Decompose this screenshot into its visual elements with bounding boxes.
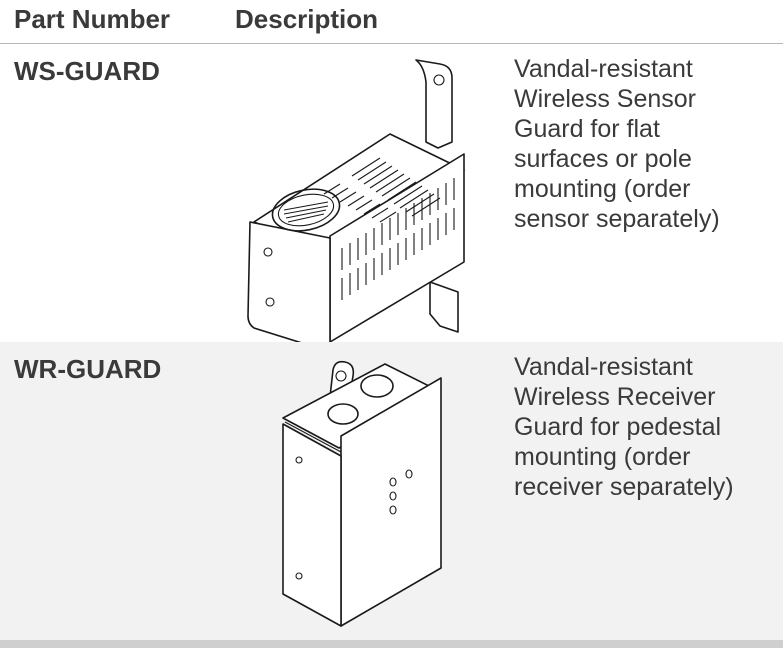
description-line: Vandal-resistant (514, 353, 693, 381)
table-header: Part Number Description (0, 0, 783, 44)
description-line: mounting (order (514, 443, 691, 471)
part-number: WR-GUARD (14, 354, 162, 384)
description-line: Wireless Sensor (514, 85, 696, 113)
receiver-guard-drawing (282, 360, 442, 627)
part-number: WS-GUARD (14, 56, 160, 86)
description-line: Guard for flat (514, 115, 660, 143)
part-description: Vandal-resistant Wireless Sensor Guard f… (514, 54, 776, 234)
description-line: receiver separately) (514, 473, 734, 501)
table-bottom-rule (0, 640, 783, 648)
description-line: Guard for pedestal (514, 413, 722, 441)
description-line: Wireless Receiver (514, 383, 716, 411)
table-row: WR-GUARD Vandal-resista (0, 342, 783, 640)
table-row: WS-GUARD (0, 44, 783, 342)
description-line: surfaces or pole (514, 145, 692, 173)
part-description: Vandal-resistant Wireless Receiver Guard… (514, 352, 776, 502)
column-header-part-number: Part Number (14, 4, 171, 34)
sensor-guard-drawing (247, 59, 465, 342)
description-line: mounting (order (514, 175, 691, 203)
description-line: sensor separately) (514, 205, 720, 233)
description-line: Vandal-resistant (514, 55, 693, 83)
column-header-description: Description (235, 4, 379, 34)
